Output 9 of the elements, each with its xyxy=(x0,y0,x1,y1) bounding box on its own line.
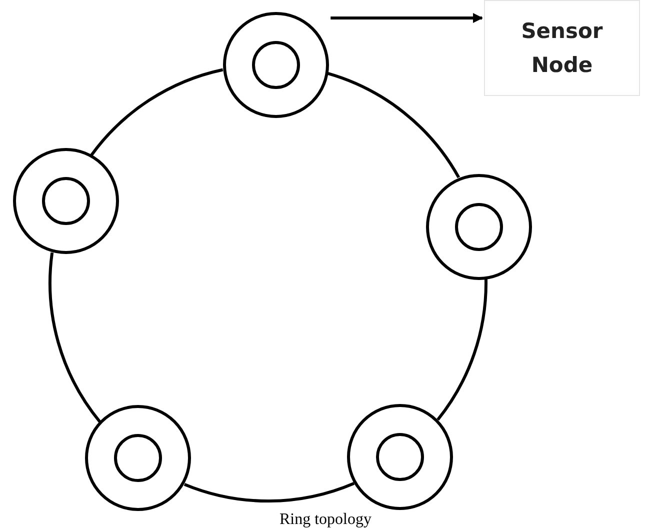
node-label: Sensor Node xyxy=(520,18,604,79)
ring-link xyxy=(48,252,102,423)
ring-link xyxy=(327,72,460,178)
arrow xyxy=(330,13,483,23)
ring-link xyxy=(436,279,488,421)
caption: Ring topology xyxy=(279,510,372,529)
label-box xyxy=(484,0,640,96)
ring-link xyxy=(90,68,224,156)
ring-link xyxy=(184,482,355,502)
